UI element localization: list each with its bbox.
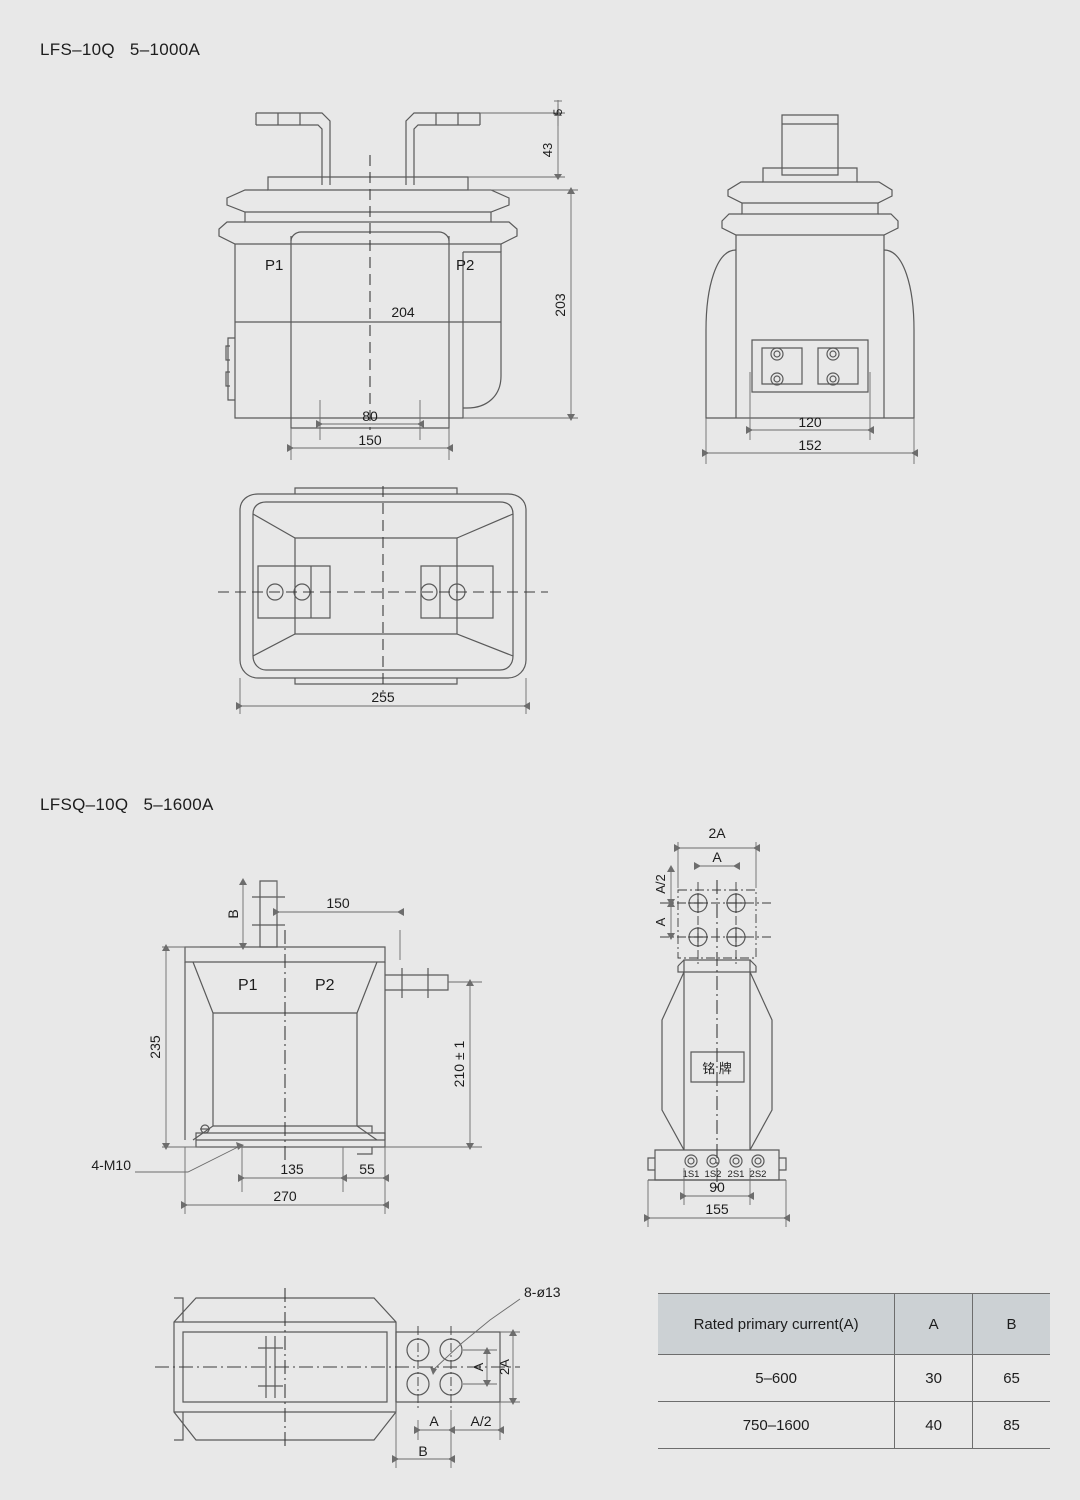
secondary-terminal-box (225, 337, 235, 401)
dim-a-half-side-label: A/2 (653, 874, 668, 894)
note-4m10-label: 4-M10 (91, 1157, 131, 1173)
insulator-top-plate (267, 176, 469, 191)
lfs-width-dimensions (287, 400, 453, 460)
spec-table: Rated primary current(A) A B 5–600 30 65… (658, 1293, 1050, 1449)
lfsq-front-view: B 150 235 210 ± 1 135 55 270 4-M10 P1 P2 (91, 878, 482, 1214)
dim-a-vert-side-label: A (653, 917, 668, 926)
table-cell-range: 750–1600 (658, 1401, 896, 1449)
dim-5-label: 5 (551, 108, 565, 115)
table-cell-b: 65 (972, 1354, 1050, 1402)
table-cell-a: 40 (894, 1401, 974, 1449)
dim-255-label: 255 (371, 689, 395, 705)
label-p2: P2 (456, 257, 474, 274)
table-header-a: A (894, 1293, 974, 1355)
dim-a-half-plan-label: A/2 (470, 1413, 491, 1429)
table-row: 5–600 30 65 (658, 1354, 1050, 1402)
dim-203-label: 203 (552, 293, 568, 317)
table-header-row: Rated primary current(A) A B (658, 1293, 1050, 1355)
lfsq-side-view: 2A A A/2 A 铭 牌 1S1 1S2 2S1 2S2 (644, 825, 790, 1227)
label-p1: P1 (265, 257, 283, 274)
lfs-side-view: 120 152 (702, 114, 918, 464)
busbar-left-p1 (255, 112, 331, 185)
dim-210-label: 210 ± 1 (451, 1040, 467, 1087)
dim-a-side-label: A (712, 849, 722, 865)
busbar-right-p2 (405, 112, 481, 185)
dim-155-label: 155 (705, 1201, 729, 1217)
terminal-1s1-label: 1S1 (683, 1169, 700, 1180)
dim-150-lfsq-label: 150 (326, 895, 350, 911)
dim-204-label: 204 (391, 304, 415, 320)
table-cell-a: 30 (894, 1354, 974, 1402)
lfs-side-dimensions (702, 372, 918, 464)
table-cell-b: 85 (972, 1401, 1050, 1449)
dim-a-plan-label: A (429, 1413, 439, 1429)
dim-2a-plan-label: 2A (497, 1359, 512, 1375)
dim-150-label: 150 (358, 432, 382, 448)
dim-a-vert-plan-label: A (471, 1362, 486, 1371)
terminal-2s1-label: 2S1 (728, 1169, 745, 1180)
table-row: 750–1600 40 85 (658, 1401, 1050, 1449)
dim-120-label: 120 (798, 414, 822, 430)
lfs-front-view: 5 43 203 80 150 P1 P2 204 (218, 100, 578, 460)
note-8-hole-label: 8-ø13 (524, 1284, 561, 1300)
lfs-top-view: 255 (218, 486, 548, 714)
label-p1-lfsq: P1 (238, 977, 258, 994)
drawing-title-lfs: LFS–10Q 5–1000A (40, 40, 201, 59)
table-header-rated-current: Rated primary current(A) (658, 1293, 896, 1355)
terminal-1s2-label: 1S2 (705, 1169, 722, 1180)
terminal-2s2-label: 2S2 (750, 1169, 767, 1180)
dim-80-label: 80 (362, 408, 378, 424)
nameplate-label: 铭 牌 (702, 1061, 732, 1076)
lfsq-front-dimensions (135, 878, 482, 1214)
dim-270-label: 270 (273, 1188, 297, 1204)
insulator-skirts (218, 189, 518, 252)
label-p2-lfsq: P2 (315, 977, 335, 994)
dim-2a-side-label: 2A (708, 825, 726, 841)
table-header-b: B (972, 1293, 1050, 1355)
dim-135-label: 135 (280, 1161, 304, 1177)
dim-b-plan-label: B (418, 1443, 427, 1459)
table-cell-range: 5–600 (658, 1354, 896, 1402)
dim-55-label: 55 (359, 1161, 375, 1177)
dim-43-label: 43 (540, 143, 555, 157)
dim-152-label: 152 (798, 437, 822, 453)
dim-235-label: 235 (147, 1035, 163, 1059)
drawing-title-lfsq: LFSQ–10Q 5–1600A (40, 795, 214, 814)
lfsq-top-view: 8-ø13 A A/2 B A 2A (155, 1284, 561, 1468)
dim-90-label: 90 (709, 1179, 725, 1195)
dim-b-label: B (225, 909, 241, 918)
lfs-front-dimensions (463, 100, 578, 421)
